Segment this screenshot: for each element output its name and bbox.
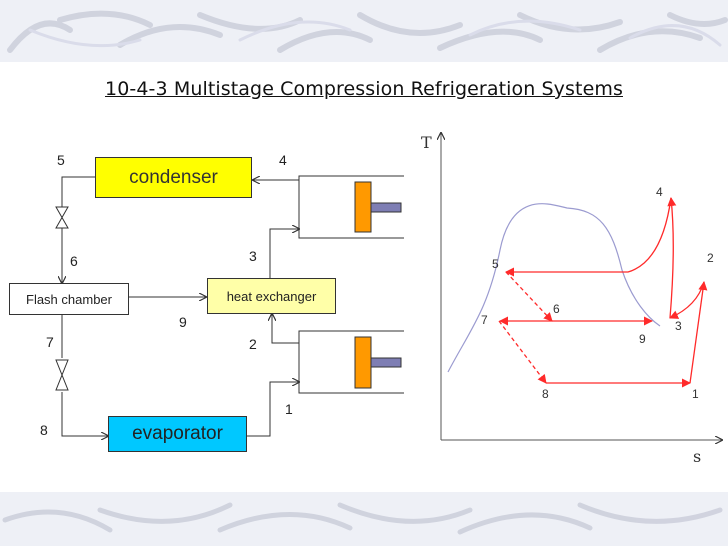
pipe-hx-to-compressor: [269, 229, 299, 278]
state-label-4: 4: [279, 152, 287, 168]
heat-exchanger-box: heat exchanger: [207, 278, 336, 314]
pipe-condenser-to-flash: [62, 176, 95, 283]
compressor-low-stage: [298, 330, 404, 394]
ts-point-label-2: 2: [707, 251, 714, 265]
ts-point-label-4: 4: [656, 185, 663, 199]
compressor-high-stage: [298, 175, 404, 239]
state-label-6: 6: [70, 253, 78, 269]
ts-point-label-9: 9: [639, 332, 646, 346]
state-label-8: 8: [40, 422, 48, 438]
ts-point-label-7: 7: [481, 313, 488, 327]
ts-axis-label-s: s: [693, 447, 702, 466]
ts-point-label-5: 5: [492, 257, 499, 271]
ts-point-label-3: 3: [675, 319, 682, 333]
saturation-dome: [447, 203, 661, 373]
state-label-9: 9: [179, 314, 187, 330]
state-label-5: 5: [57, 152, 65, 168]
state-label-1: 1: [285, 401, 293, 417]
ts-cycle: [498, 197, 708, 388]
state-label-3: 3: [249, 248, 257, 264]
slide-title: 10-4-3 Multistage Compression Refrigerat…: [105, 78, 623, 100]
pipe-flash-to-evaporator: [61, 315, 108, 436]
ts-point-label-6: 6: [553, 302, 560, 316]
ts-point-label-1: 1: [692, 387, 699, 401]
expansion-valve-lower: [55, 359, 69, 391]
ts-axes: [441, 133, 722, 440]
evaporator-box: evaporator: [108, 416, 247, 452]
expansion-valve-upper: [55, 206, 69, 229]
pipe-evaporator-to-compressor: [247, 382, 299, 437]
state-label-7: 7: [46, 334, 54, 350]
pipe-compressor-to-hx: [272, 314, 299, 344]
flash-chamber-box: Flash chamber: [9, 283, 129, 315]
ts-point-label-8: 8: [542, 387, 549, 401]
state-label-2: 2: [249, 336, 257, 352]
condenser-box: condenser: [95, 157, 252, 198]
ts-axis-label-t: T: [421, 133, 432, 152]
